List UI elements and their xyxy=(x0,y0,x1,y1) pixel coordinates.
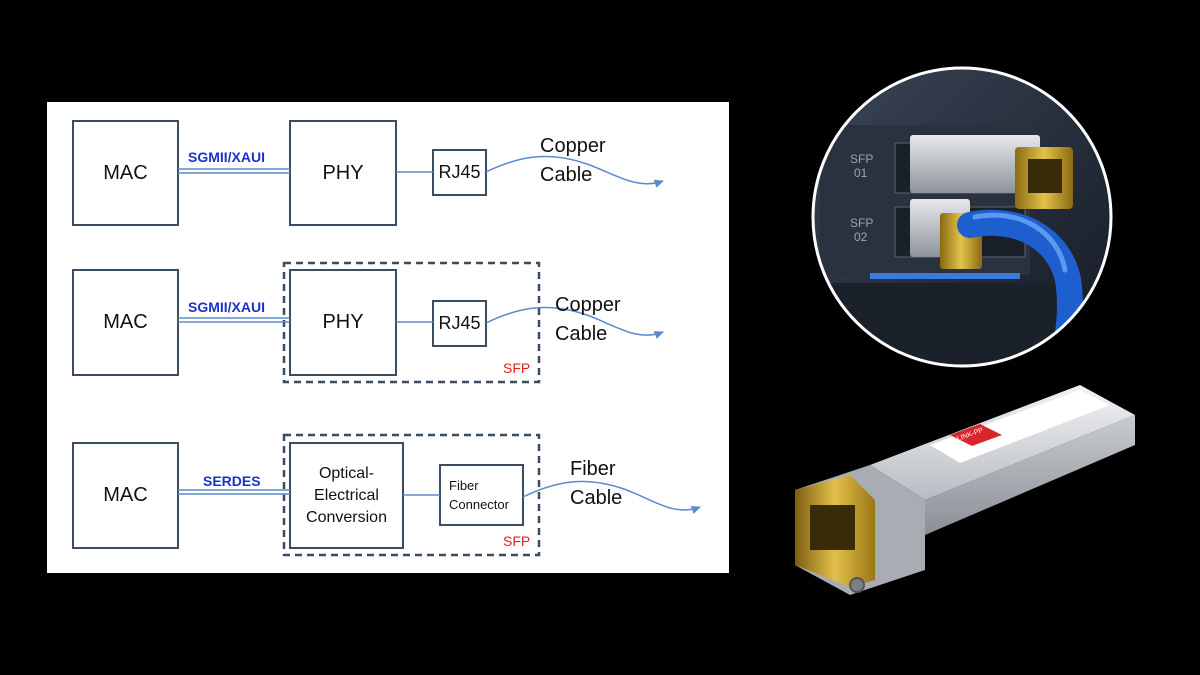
cable-label-1-line1: Copper xyxy=(540,135,606,157)
fiber-cable-wave-3 xyxy=(522,480,701,514)
rj45-jack-socket xyxy=(810,505,855,550)
sfp-tag-2: SFP xyxy=(503,360,531,376)
rj45-label-1: RJ45 xyxy=(438,162,481,182)
blue-led xyxy=(870,273,1020,279)
port-label-sfp-2: SFP xyxy=(850,216,873,230)
fiber-connector-label-3: Fiber Connector xyxy=(440,465,523,525)
upper-module-body xyxy=(910,135,1040,193)
sfp-port-photo: SFP 01 SFP 02 xyxy=(811,66,1113,368)
cable-label-2-line1: Copper xyxy=(555,294,621,316)
link-label-2: SGMII/XAUI xyxy=(188,299,266,315)
upper-rj45-socket xyxy=(1028,159,1062,193)
photo-ring xyxy=(811,66,1113,368)
port-label-02: 02 xyxy=(854,230,868,244)
mac-label-2: MAC xyxy=(103,311,148,333)
cable-label-1: Copper Cable xyxy=(540,132,606,190)
blue-cable-highlight xyxy=(972,212,1068,273)
phy-label-1: PHY xyxy=(322,161,364,184)
phy-label-2: PHY xyxy=(322,311,364,333)
mac-label-3: MAC xyxy=(103,484,148,506)
copper-cable-wave-2 xyxy=(485,306,664,339)
fiber-connector-line1: Fiber xyxy=(449,478,479,493)
module-bail-latch xyxy=(849,577,865,593)
rj45-label-2: RJ45 xyxy=(438,313,481,333)
converter-label-3: Optical- Electrical Conversion xyxy=(290,443,403,548)
port-label-sfp-1: SFP xyxy=(850,152,873,166)
cable-label-3: Fiber Cable xyxy=(570,455,622,513)
mac-box-3 xyxy=(72,442,179,549)
module-brand-band xyxy=(950,424,1002,446)
sfp-dashed-box-3 xyxy=(282,433,541,557)
link-label-3: SERDES xyxy=(203,473,261,489)
fiber-connector-line2: Connector xyxy=(449,497,509,512)
rj45-box-2 xyxy=(432,300,487,347)
diagram-panel: MAC PHY RJ45 SGMII/XAUI Copper Cable MAC… xyxy=(47,102,729,573)
port-label-01: 01 xyxy=(854,166,868,180)
cable-label-2-line2: Cable xyxy=(555,323,608,345)
copper-sfp-module-photo: LINK-PP xyxy=(795,385,1135,595)
converter-line2: Electrical xyxy=(314,486,379,504)
module-side-face xyxy=(925,415,1135,535)
copper-cable-wave-1 xyxy=(485,155,664,188)
sfp-tag-3: SFP xyxy=(503,533,531,549)
converter-line3: Conversion xyxy=(306,508,387,526)
cable-label-3-line1: Fiber xyxy=(570,458,616,480)
diagram-lines xyxy=(72,120,701,557)
link-label-1: SGMII/XAUI xyxy=(188,149,266,165)
mac-label-1: MAC xyxy=(103,161,148,184)
cable-label-1-line2: Cable xyxy=(540,164,593,186)
converter-line1: Optical- xyxy=(318,464,375,482)
cable-label-3-line2: Cable xyxy=(570,487,623,509)
cable-label-2: Copper Cable xyxy=(555,291,621,349)
